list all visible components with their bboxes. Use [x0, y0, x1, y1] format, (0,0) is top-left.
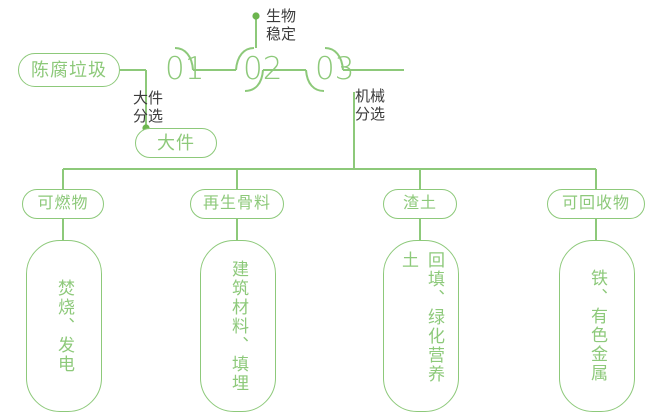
outcome-box-4-text: 铁、有色金属	[588, 269, 607, 383]
arc-02-left	[235, 47, 255, 71]
stage-number-03[interactable]: 03	[315, 51, 355, 87]
stage-number-01[interactable]: 01	[165, 51, 205, 87]
output-pill-2-label: 再生骨料	[202, 195, 271, 212]
side-output-pill-label: 大件	[157, 133, 195, 153]
source-pill-chenfu-laji[interactable]: 陈腐垃圾	[18, 53, 120, 87]
output-pill-4-label: 可回收物	[561, 195, 630, 212]
outcome-box-1-text: 焚烧、发电	[55, 278, 74, 374]
stage-number-02[interactable]: 02	[243, 51, 283, 87]
output-pill-3[interactable]: 渣土	[383, 189, 457, 219]
outcome-box-3-text: 回填、绿化营养土	[399, 251, 444, 384]
outcome-box-3[interactable]: 回填、绿化营养土	[383, 240, 459, 412]
output-pill-1[interactable]: 可燃物	[22, 189, 104, 219]
stage-02-annotation: 生物 稳定	[266, 8, 297, 43]
stage-03-annotation: 机械 分选	[355, 88, 386, 123]
output-pill-2[interactable]: 再生骨料	[190, 189, 284, 219]
outcome-box-2-text: 建筑材料、填埋	[229, 259, 248, 393]
outcome-box-1[interactable]: 焚烧、发电	[26, 240, 102, 412]
source-pill-label: 陈腐垃圾	[31, 60, 107, 80]
output-pill-3-label: 渣土	[402, 195, 437, 212]
side-output-pill-daijian[interactable]: 大件	[135, 128, 217, 158]
arc-03-top	[324, 47, 344, 71]
output-pill-4[interactable]: 可回收物	[547, 189, 645, 219]
outcome-box-2[interactable]: 建筑材料、填埋	[200, 240, 276, 412]
arc-02-bottom	[244, 69, 264, 92]
dot-stage-02-top	[252, 12, 260, 20]
stage-01-annotation: 大件 分选	[133, 90, 164, 125]
arc-03-left	[305, 69, 325, 92]
outcome-box-4[interactable]: 铁、有色金属	[559, 240, 635, 412]
output-pill-1-label: 可燃物	[37, 195, 89, 212]
arc-01-top	[174, 47, 194, 71]
